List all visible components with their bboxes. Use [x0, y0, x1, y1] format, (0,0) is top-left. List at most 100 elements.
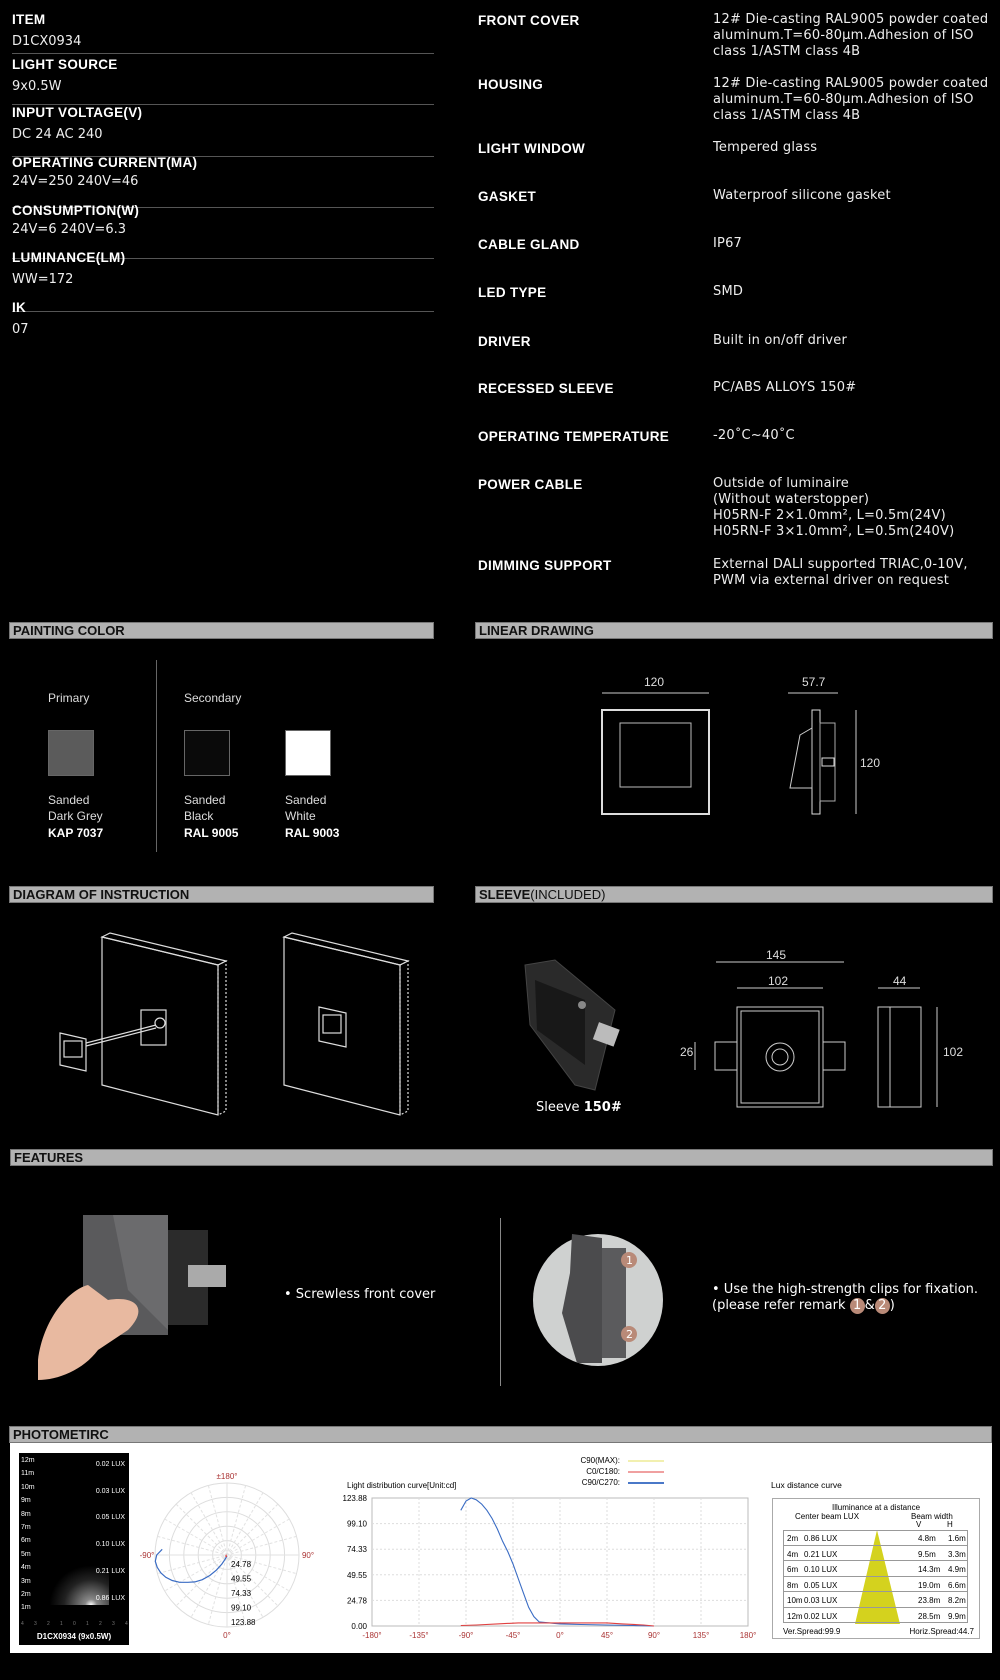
lux-label: 0.86 LUX [95, 1594, 125, 1602]
sleeve-photo [524, 959, 620, 1091]
installation-diagram [59, 932, 410, 1116]
remark-badge-2: 2 [874, 1298, 890, 1314]
polar-label-right: 90° [302, 1551, 314, 1560]
remark-close: ) [889, 1298, 895, 1313]
spec-label: GASKET [478, 189, 537, 204]
spec-label: LUMINANCE(LM) [12, 250, 126, 265]
center-lux-cell: 0.02 LUX [804, 1611, 838, 1621]
sleeve-total-width: 145 [766, 948, 787, 962]
axis-tick: 1 [60, 1621, 63, 1627]
front-width-dim: 120 [644, 675, 665, 689]
beam-v-cell: 14.3m [918, 1565, 941, 1574]
beam-v-cell: 9.5m [918, 1549, 936, 1559]
distance-cell: 8m [787, 1580, 799, 1590]
x-tick-label: 180° [740, 1631, 757, 1640]
polar-ring-label: 24.78 [231, 1560, 252, 1569]
section-title: DIAGRAM OF INSTRUCTION [13, 887, 190, 902]
color-finish: Sanded [184, 793, 226, 807]
feature-clips-line1: • Use the high-strength clips for fixati… [712, 1282, 979, 1297]
polar-ring-label: 123.88 [231, 1618, 256, 1627]
spec-value: Built in on/off driver [713, 333, 848, 348]
spec-value: External DALI supported TRIAC,0-10V, PWM… [713, 557, 968, 588]
sleeve-depth: 44 [893, 974, 907, 988]
spec-value: -20˚C~40˚C [713, 428, 795, 443]
distance-cell: 12m [787, 1611, 803, 1621]
distance-label: 11m [21, 1470, 35, 1478]
sleeve-caption-text: Sleeve [536, 1100, 584, 1115]
center-lux-cell: 0.03 LUX [804, 1596, 838, 1605]
beam-h-cell: 1.6m [948, 1534, 966, 1543]
legend-swatch [628, 1470, 664, 1473]
lux-table-row [783, 1561, 968, 1577]
x-tick-label: 0° [556, 1631, 564, 1640]
distance-label: 3m [21, 1577, 31, 1585]
legend-label: C90(MAX): [580, 1456, 620, 1465]
divider [12, 156, 434, 157]
lux-table-col-v: V [916, 1520, 922, 1529]
feature-clips: • Use the high-strength clips for fixati… [712, 1282, 978, 1314]
photometric-panel [10, 1443, 992, 1653]
x-tick-label: 90° [648, 1631, 660, 1640]
spec-value: D1CX0934 [12, 34, 82, 49]
beam-v-cell: 4.8m [918, 1534, 936, 1543]
x-tick-label: -45° [506, 1631, 521, 1640]
lux-table-row [783, 1576, 968, 1592]
legend-label: C0/C180: [586, 1467, 620, 1476]
distance-label: 1m [21, 1604, 31, 1612]
spec-label: LIGHT SOURCE [12, 57, 118, 72]
side-depth-dim: 57.7 [802, 675, 826, 689]
y-tick-label: 123.88 [343, 1494, 368, 1503]
spec-value: 24V=250 240V=46 [12, 174, 139, 189]
y-tick-label: 49.55 [347, 1571, 368, 1580]
spec-label: DIMMING SUPPORT [478, 558, 612, 573]
legend-label: C90/C270: [581, 1478, 620, 1487]
distance-label: 9m [21, 1497, 31, 1505]
sleeve-height: 102 [943, 1045, 964, 1059]
color-swatch [285, 730, 331, 776]
spec-value: 9x0.5W [12, 79, 62, 94]
color-code: RAL 9005 [184, 826, 239, 840]
beam-v-cell: 19.0m [918, 1580, 941, 1590]
beam-h-cell: 3.3m [948, 1549, 966, 1559]
beam-cone-icon [855, 1530, 900, 1624]
lux-table-row [783, 1592, 968, 1608]
spec-value: Waterproof silicone gasket [713, 188, 891, 203]
section-header-diagram: DIAGRAM OF INSTRUCTION [9, 886, 434, 903]
color-swatch [184, 730, 230, 776]
section-header-linear-drawing: LINEAR DRAWING [475, 622, 993, 639]
axis-tick: 2 [47, 1621, 50, 1627]
y-tick-label: 24.78 [347, 1596, 368, 1605]
beam-v-cell: 23.8m [918, 1596, 941, 1605]
sleeve-caption-number: 150# [583, 1100, 622, 1115]
spec-label: DRIVER [478, 334, 531, 349]
axis-tick: 2 [99, 1621, 102, 1627]
y-tick-label: 99.10 [347, 1520, 368, 1529]
spec-label: CONSUMPTION(W) [12, 203, 140, 218]
spec-label: POWER CABLE [478, 477, 583, 492]
distance-cell: 10m [787, 1596, 803, 1605]
section-note: (INCLUDED) [530, 887, 606, 902]
axis-tick: 1 [86, 1621, 89, 1627]
x-tick-label: 135° [693, 1631, 710, 1640]
ver-spread: Ver.Spread:99.9 [783, 1627, 841, 1636]
section-title: LINEAR DRAWING [479, 623, 594, 638]
remark-badge-1: 1 [849, 1298, 865, 1314]
color-name: White [285, 809, 316, 823]
spec-label: HOUSING [478, 77, 544, 92]
color-name: Dark Grey [48, 809, 103, 823]
section-header-features: FEATURES [10, 1149, 993, 1166]
divider [12, 53, 434, 54]
spec-value: 07 [12, 322, 29, 337]
lux-label: 0.05 LUX [95, 1514, 125, 1522]
x-tick-label: -135° [409, 1631, 428, 1640]
legend-swatch [628, 1481, 664, 1484]
primary-label: Primary [48, 691, 90, 705]
spec-label: LIGHT WINDOW [478, 141, 586, 156]
spec-value: Tempered glass [713, 140, 818, 155]
divider [500, 1218, 501, 1386]
distance-label: 4m [21, 1564, 31, 1572]
remark-amp: & [864, 1298, 875, 1313]
color-finish: Sanded [48, 793, 90, 807]
